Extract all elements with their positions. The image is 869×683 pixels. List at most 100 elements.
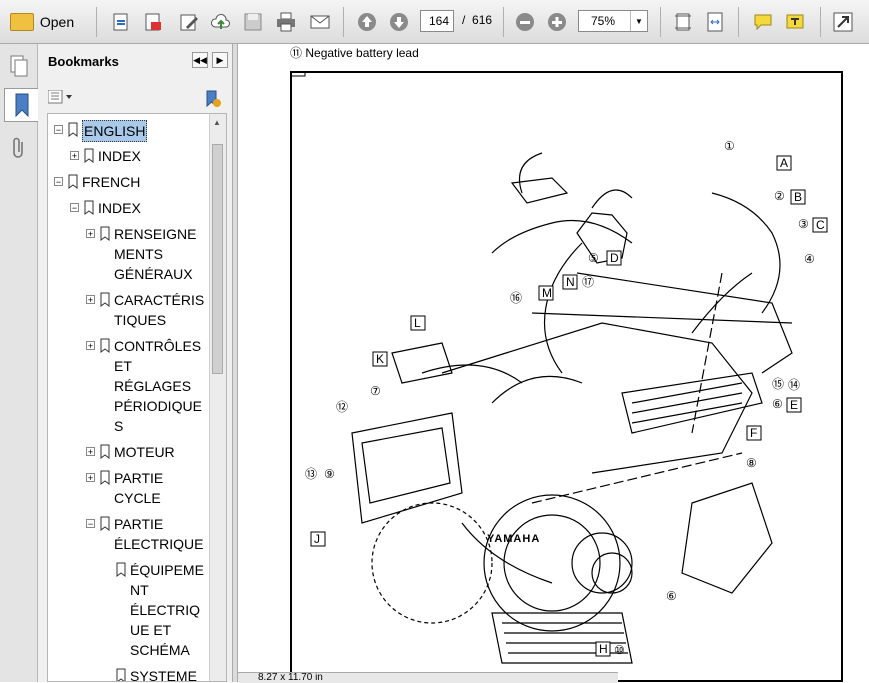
callout-number: ④: [804, 252, 815, 266]
tree-scrollbar[interactable]: ▲: [209, 114, 226, 681]
bookmark-add-icon: [206, 90, 221, 108]
bookmark-item[interactable]: ÉQUIPEME NT ÉLECTRIQ UE ET SCHÉMA: [102, 560, 208, 658]
callout-label: ⑯: [510, 291, 522, 305]
bookmarks-panel: Bookmarks ◀◀ ▶ ▲ −ENGLISH+INDEX−FRENCH−I…: [38, 44, 232, 682]
create-pdf-button[interactable]: [108, 8, 134, 36]
caption-text: Negative battery lead: [305, 46, 419, 60]
zoom-in-button[interactable]: [544, 8, 570, 36]
zoom-select[interactable]: 75% ▼: [578, 10, 648, 32]
edit-icon: [180, 14, 198, 31]
email-button[interactable]: [306, 8, 334, 36]
expand-icon[interactable]: +: [70, 151, 79, 161]
fullscreen-button[interactable]: [830, 8, 856, 36]
expand-icon[interactable]: +: [86, 473, 95, 483]
callout-number: ⑩: [614, 643, 625, 657]
caption-number: ⑪: [290, 46, 303, 60]
edit-button[interactable]: [176, 8, 202, 36]
bookmark-icon: [100, 292, 110, 307]
save-button[interactable]: [240, 8, 266, 36]
toolbar-separator: [820, 7, 821, 37]
save-icon: [244, 13, 262, 31]
bookmark-item[interactable]: − PARTIE ÉLECTRIQUE: [86, 514, 208, 552]
callout-number: ⑯: [510, 291, 522, 305]
bookmark-item[interactable]: −ENGLISH: [54, 120, 208, 142]
expand-icon[interactable]: +: [86, 447, 95, 457]
bookmark-label: CONTRÔLES ET RÉGLAGES PÉRIODIQUE S: [114, 338, 202, 434]
expand-icon[interactable]: +: [86, 295, 95, 305]
callout-label: ⑰: [582, 275, 594, 289]
collapse-icon[interactable]: −: [70, 203, 79, 213]
bookmark-item[interactable]: + CARACTÉRIS TIQUES: [86, 290, 208, 328]
fit-page-icon: [675, 13, 691, 31]
bookmark-item[interactable]: −FRENCH: [54, 172, 208, 192]
bookmark-item[interactable]: +INDEX: [70, 146, 208, 166]
print-button[interactable]: [272, 8, 300, 36]
callout-label: ⑬: [305, 467, 317, 481]
open-button[interactable]: Open: [4, 8, 80, 36]
status-bar: 8.27 x 11.70 in: [238, 672, 618, 683]
toolbar: Open 164 / 616 75% ▼: [0, 0, 869, 44]
bookmark-item[interactable]: + CONTRÔLES ET RÉGLAGES PÉRIODIQUE S: [86, 336, 208, 434]
new-bookmark-button[interactable]: [204, 90, 222, 111]
fit-width-button[interactable]: [702, 8, 728, 36]
panel-splitter[interactable]: [232, 44, 238, 682]
bookmark-item[interactable]: +RENSEIGNE MENTS GÉNÉRAUX: [86, 224, 208, 282]
bookmark-item[interactable]: −INDEX: [70, 198, 208, 218]
callout-box: B: [790, 189, 806, 205]
page-number-input[interactable]: 164: [420, 10, 454, 32]
upload-button[interactable]: [208, 8, 234, 36]
bookmark-icon: [68, 174, 78, 189]
options-menu-button[interactable]: [47, 89, 74, 107]
fit-page-button[interactable]: [670, 8, 696, 36]
expand-icon[interactable]: +: [86, 341, 95, 351]
comment-button[interactable]: [750, 8, 776, 36]
bookmark-label: CARACTÉRIS TIQUES: [114, 292, 205, 328]
attachments-tab[interactable]: [4, 132, 34, 164]
chevron-right-icon: ▶: [216, 54, 224, 65]
bookmark-label: SYSTEME: [130, 668, 197, 682]
callout-number: ⑬: [305, 467, 317, 481]
collapse-icon[interactable]: −: [86, 519, 95, 529]
callout-number: ⑤: [588, 251, 599, 265]
highlight-text-button[interactable]: [782, 8, 808, 36]
callout-label: ①: [724, 139, 735, 153]
callout-number: ⑥: [772, 397, 783, 411]
collapse-icon[interactable]: −: [54, 125, 63, 135]
collapse-icon[interactable]: −: [54, 177, 63, 187]
figure-caption: ⑪ Negative battery lead: [290, 44, 419, 61]
bookmark-icon: [100, 226, 110, 241]
collapse-panel-button[interactable]: ◀◀: [192, 52, 208, 68]
page-separator: /: [462, 13, 466, 27]
bookmark-label: PARTIE CYCLE: [114, 470, 164, 506]
paperclip-icon: [13, 137, 23, 158]
next-page-button[interactable]: [386, 8, 412, 36]
zoom-value: 75%: [591, 14, 616, 28]
bookmark-tree: ▲ −ENGLISH +INDEX −FRENCH −INDEX +RENSEIGNE …: [47, 113, 227, 682]
callout-label: ⑫: [336, 400, 348, 414]
minus-circle-icon: [516, 13, 534, 31]
scroll-up-icon[interactable]: ▲: [213, 118, 221, 127]
pdf-tool-button[interactable]: [140, 8, 166, 36]
bookmarks-tab[interactable]: [4, 88, 38, 122]
callout-box: D: [606, 250, 622, 266]
callout-box: G: [292, 73, 306, 77]
bookmark-icon: [84, 148, 94, 163]
callout-label: ③: [798, 217, 809, 231]
page-thumbnails-tab[interactable]: [4, 50, 34, 82]
bookmark-item[interactable]: + PARTIE CYCLE: [86, 468, 208, 506]
callout-label: A: [780, 156, 788, 170]
scrollbar-thumb[interactable]: [212, 144, 223, 374]
zoom-out-button[interactable]: [512, 8, 538, 36]
callout-number: ⑨: [324, 467, 335, 481]
bookmark-item[interactable]: SYSTEME: [102, 666, 208, 682]
bookmark-label: PARTIE ÉLECTRIQUE: [114, 516, 204, 552]
callout-label: E: [790, 398, 798, 412]
expand-icon[interactable]: +: [86, 229, 95, 239]
previous-page-button[interactable]: [354, 8, 380, 36]
callout-label: ⑩: [614, 643, 625, 657]
close-panel-button[interactable]: ▶: [212, 52, 228, 68]
bookmark-item[interactable]: +MOTEUR: [86, 442, 208, 462]
callout-label: ②: [774, 189, 785, 203]
callout-label: B: [794, 190, 802, 204]
chevron-down-icon[interactable]: ▼: [630, 11, 647, 31]
